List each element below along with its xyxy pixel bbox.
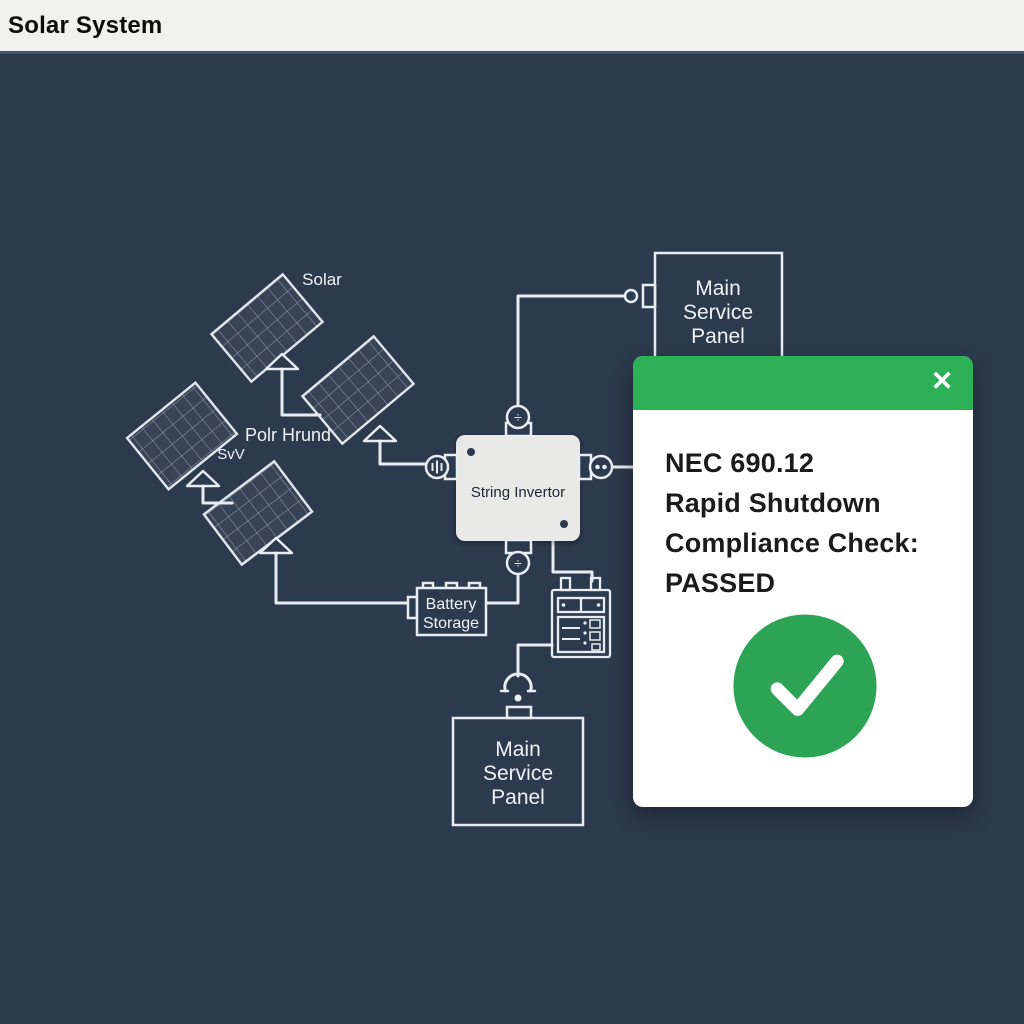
dialog-message: NEC 690.12 Rapid Shutdown Compliance Che… — [633, 410, 973, 603]
port-symbols: ÷ ÷ — [431, 409, 607, 571]
compliance-dialog: ✕ NEC 690.12 Rapid Shutdown Compliance C… — [633, 356, 973, 807]
dot-symbol — [595, 464, 600, 470]
msp-label-line: Panel — [491, 786, 545, 809]
wire — [516, 643, 554, 678]
wire — [551, 539, 594, 583]
array-note-label: Polr Hrund — [245, 425, 331, 445]
dialog-body: NEC 690.12 Rapid Shutdown Compliance Che… — [633, 410, 973, 807]
wire — [378, 439, 428, 466]
wire — [201, 484, 234, 505]
solar-panel-1[interactable] — [209, 272, 325, 384]
dialog-message-line: PASSED — [665, 568, 776, 598]
battery-storage-node[interactable]: Battery Storage — [406, 581, 488, 637]
inverter-screw-dot — [560, 520, 568, 528]
connector-dot-icon — [623, 288, 639, 304]
msp-label-line: Panel — [691, 325, 745, 348]
wires — [201, 294, 644, 678]
close-icon[interactable]: ✕ — [925, 364, 959, 398]
meter-icon[interactable] — [550, 576, 612, 659]
main-service-panel-bottom[interactable]: Main Service Panel — [451, 716, 585, 827]
wire — [516, 294, 627, 409]
wire — [484, 570, 520, 605]
window-titlebar: Solar System — [0, 0, 1024, 54]
battery-label-line: Battery — [426, 596, 477, 613]
inverter-ports — [424, 404, 614, 576]
wire — [274, 551, 411, 605]
check-mark-circle-icon — [732, 613, 878, 759]
dialog-message-line: Rapid Shutdown — [665, 488, 881, 518]
inverter-label: String Invertor — [471, 484, 565, 501]
bars-symbol — [431, 460, 443, 474]
msp-label-line: Main — [495, 738, 541, 761]
main-service-panel-top[interactable]: Main Service Panel — [653, 251, 784, 380]
string-inverter-node[interactable]: String Invertor — [456, 435, 580, 541]
dc-port-icon — [505, 550, 531, 576]
battery-nub — [406, 595, 419, 620]
msp-label-line: Service — [683, 301, 753, 324]
solar-panel-3[interactable] — [125, 380, 239, 492]
msp-label-line: Main — [695, 277, 741, 300]
dc-port-icon — [505, 404, 531, 430]
msp-connector — [623, 283, 657, 309]
solar-panel-2[interactable] — [300, 334, 416, 446]
divide-symbol: ÷ — [514, 555, 522, 571]
divide-symbol: ÷ — [514, 409, 522, 425]
msp-label-line: Service — [483, 762, 553, 785]
dot-symbol — [602, 464, 607, 470]
wire — [280, 367, 322, 417]
dialog-message-line: Compliance Check: — [665, 528, 919, 558]
window-title: Solar System — [8, 11, 163, 39]
dialog-message-line: NEC 690.12 — [665, 448, 815, 478]
inverter-screw-dot — [467, 448, 475, 456]
array-note2-label: SvV — [217, 446, 245, 463]
solar-label: Solar — [302, 270, 342, 289]
port-tab — [641, 283, 657, 309]
dialog-header: ✕ — [633, 356, 973, 410]
battery-label-line: Storage — [423, 615, 479, 632]
battery-body — [415, 586, 488, 637]
ac-port-icon — [588, 454, 614, 480]
